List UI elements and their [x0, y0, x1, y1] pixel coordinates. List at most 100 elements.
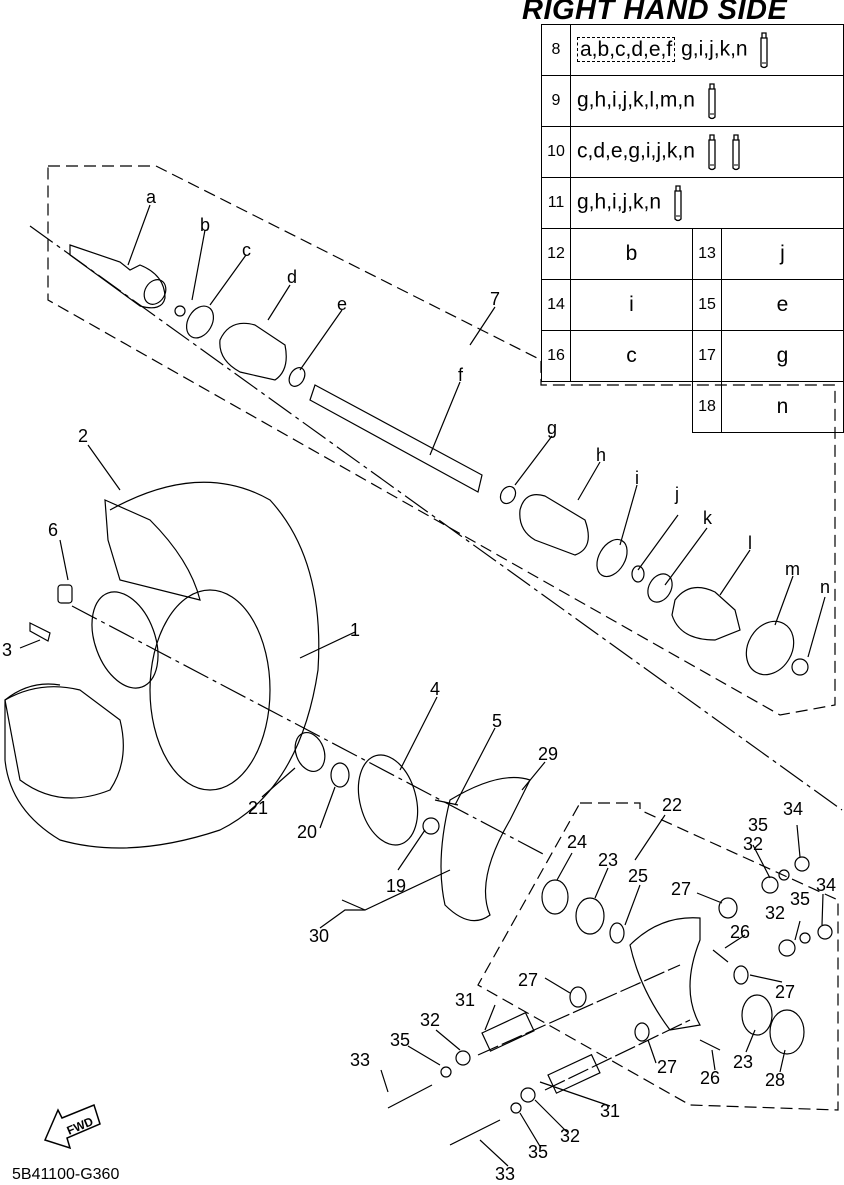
- callout-label: k: [703, 508, 713, 528]
- kit-contents: c,d,e,g,i,j,k,n: [570, 126, 844, 178]
- inner-cv-joint-l: [671, 586, 741, 641]
- callout-label: a: [146, 187, 157, 207]
- callout-label: 1: [350, 620, 360, 640]
- collar-21: [294, 732, 326, 772]
- callout-label: 7: [490, 289, 500, 309]
- kit-number: 18: [692, 381, 722, 433]
- hub-centerline: [71, 605, 546, 856]
- callout-label: 3: [2, 640, 12, 660]
- grease-tube-icon: [731, 134, 740, 171]
- driveshaft-kit-outline: [47, 165, 836, 716]
- callout-label: 6: [48, 520, 58, 540]
- kit-number: 16: [541, 330, 571, 382]
- grease-tube-icon: [674, 185, 682, 222]
- shaft-f: [309, 384, 483, 493]
- callout-label: n: [820, 577, 830, 597]
- kit-number: 13: [692, 228, 722, 280]
- brake-disc-29: [440, 776, 531, 922]
- boot-band-i: [596, 538, 628, 578]
- callout-label: 32: [420, 1010, 440, 1030]
- callout-label: 26: [730, 922, 750, 942]
- callout-label: 22: [662, 795, 682, 815]
- nut-6: [57, 584, 73, 604]
- callout-label: e: [337, 294, 347, 314]
- kit-row: 10 c,d,e,g,i,j,k,n: [541, 126, 844, 178]
- washer-32d: [778, 939, 796, 957]
- callout-label: l: [748, 533, 752, 553]
- drawing-code: 5B41100-G360: [12, 1166, 120, 1183]
- outer-cv-joint: [69, 244, 167, 309]
- callout-label: 28: [765, 1070, 785, 1090]
- kit-number: 11: [541, 177, 571, 229]
- kit-part: n: [721, 381, 844, 433]
- bushing-27d: [634, 1022, 650, 1042]
- tire-lower-bead: [4, 686, 124, 799]
- fwd-arrow-icon: FWD: [43, 1103, 101, 1150]
- empty-cell: [570, 381, 693, 433]
- bushing-27c: [733, 965, 749, 985]
- callout-label: j: [674, 484, 679, 504]
- kit-row: 18 n: [542, 381, 844, 433]
- kit-contents: g,h,i,j,k,l,m,n: [570, 75, 844, 127]
- collar-31a: [481, 1011, 535, 1052]
- boot-band-g: [499, 485, 517, 505]
- bolts-33: [387, 1084, 501, 1146]
- callout-label: 21: [248, 798, 268, 818]
- bushing-27b: [569, 986, 587, 1008]
- nut-34a: [794, 856, 810, 872]
- grease-nipples-26: [699, 949, 729, 1051]
- kit-row: 8 a,b,c,d,e,f g,i,j,k,n: [541, 24, 844, 76]
- hub-4: [357, 754, 419, 846]
- grease-tube-icon: [708, 134, 716, 171]
- washer-32a: [455, 1050, 471, 1066]
- kit-parts: c,d,e,g,i,j,k,n: [577, 139, 695, 163]
- kit-row: 14 i 15 e: [541, 279, 844, 331]
- callout-label: 32: [560, 1126, 580, 1146]
- callout-label: 27: [775, 982, 795, 1002]
- callout-labels: a b c d e 7 f g h i j k l m n 2 6 3 1 4 …: [2, 187, 836, 1184]
- callout-label: 4: [430, 679, 440, 699]
- boxed-parts: a,b,c,d,e,f: [577, 36, 676, 62]
- boot-band-c: [185, 305, 215, 339]
- callout-label: 35: [790, 889, 810, 909]
- o-ring-19: [422, 817, 440, 835]
- nut-34b: [817, 924, 833, 940]
- collar-31b: [547, 1053, 601, 1094]
- bolt-centerline-lower: [544, 1019, 691, 1091]
- washer-32c: [761, 876, 779, 894]
- callout-label: 31: [455, 990, 475, 1010]
- callout-label: 34: [783, 799, 803, 819]
- kit-row: 11 g,h,i,j,k,n: [541, 177, 844, 229]
- callout-label: 26: [700, 1068, 720, 1088]
- callout-label: g: [547, 418, 557, 438]
- grease-tube-icon: [760, 32, 769, 69]
- kit-part: e: [721, 279, 844, 331]
- page-title: RIGHT HAND SIDE: [522, 0, 788, 26]
- boot-h: [519, 494, 589, 556]
- callout-label: 5: [492, 711, 502, 731]
- callout-label: 25: [628, 866, 648, 886]
- circlip-n: [791, 658, 809, 676]
- callout-label: d: [287, 267, 297, 287]
- washer-35a: [440, 1066, 452, 1078]
- callout-label: 29: [538, 744, 558, 764]
- callout-label: 24: [567, 832, 587, 852]
- washer-35b: [510, 1102, 522, 1114]
- kit-part: g: [721, 330, 844, 382]
- wheel-center: [91, 591, 159, 689]
- bolt-5: [434, 799, 459, 806]
- kit-parts: g,h,i,j,k,n: [577, 190, 662, 214]
- boot-d: [219, 322, 287, 381]
- callout-label: 33: [495, 1164, 515, 1184]
- kit-parts: g,i,j,k,n: [681, 37, 748, 61]
- fwd-label: FWD: [65, 1114, 96, 1138]
- circlip-k: [647, 573, 673, 603]
- kit-part: c: [570, 330, 693, 382]
- callout-label: 23: [598, 850, 618, 870]
- callout-label: 23: [733, 1052, 753, 1072]
- washer-35c: [778, 869, 790, 881]
- knuckle-kit-outline: [477, 802, 839, 1111]
- callout-label: 31: [600, 1101, 620, 1121]
- kit-contents: a,b,c,d,e,f g,i,j,k,n: [570, 24, 844, 76]
